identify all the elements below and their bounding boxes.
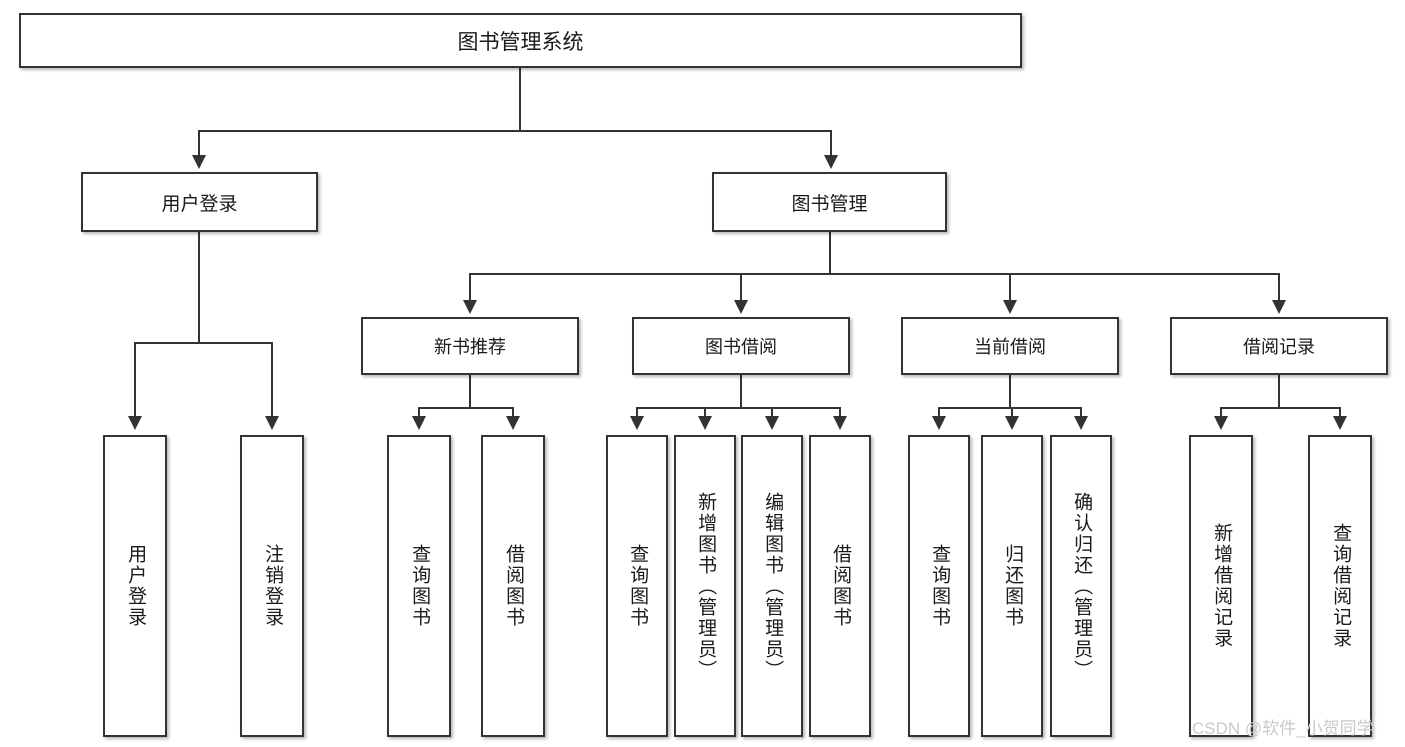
- arrowhead-user-login-to-leaf-1: [128, 416, 142, 430]
- connector-root-bus: [198, 130, 832, 132]
- connector-root-stem: [519, 68, 521, 131]
- node-current-borrow[interactable]: 当前借阅: [901, 317, 1119, 375]
- leaf-edit-book-label: 编辑图书（管理员）: [762, 491, 784, 681]
- arrowhead-new-book-to-leaf-2: [506, 416, 520, 430]
- connector-new-book-stem: [469, 375, 471, 408]
- arrowhead-bb-to-leaf-1: [630, 416, 644, 430]
- node-new-book-recommend-label: 新书推荐: [434, 337, 506, 357]
- leaf-query-book-borrow[interactable]: 查询图书: [606, 435, 668, 737]
- leaf-edit-book[interactable]: 编辑图书（管理员）: [741, 435, 803, 737]
- arrowhead-bb-to-leaf-2: [698, 416, 712, 430]
- connector-bb-to-leaf-1: [636, 407, 638, 418]
- connector-bb-to-leaf-3: [771, 407, 773, 418]
- leaf-add-book-label: 新增图书（管理员）: [695, 491, 717, 681]
- connector-borrow-record-bus: [1220, 407, 1340, 409]
- connector-user-login-to-leaf-1: [134, 342, 136, 418]
- connector-user-login-to-leaf-2: [271, 342, 273, 418]
- node-book-management-label: 图书管理: [791, 193, 868, 215]
- connector-book-borrow-stem: [740, 375, 742, 408]
- connector-borrow-record-stem: [1278, 375, 1280, 408]
- connector-bm-to-current-borrow: [1009, 273, 1011, 303]
- connector-root-to-book-management: [830, 130, 832, 158]
- leaf-borrow-book[interactable]: 借阅图书: [809, 435, 871, 737]
- connector-user-login-stem: [198, 232, 200, 343]
- node-book-management[interactable]: 图书管理: [712, 172, 947, 232]
- node-user-login-label: 用户登录: [161, 193, 238, 215]
- connector-cb-to-leaf-2: [1011, 407, 1013, 418]
- arrowhead-new-book-to-leaf-1: [412, 416, 426, 430]
- arrowhead-root-to-book-management: [824, 155, 838, 169]
- leaf-query-book-new-label: 查询图书: [409, 544, 431, 628]
- connector-new-book-bus: [418, 407, 513, 409]
- arrowhead-cb-to-leaf-2: [1005, 416, 1019, 430]
- leaf-query-book-new[interactable]: 查询图书: [387, 435, 451, 737]
- arrowhead-cb-to-leaf-3: [1074, 416, 1088, 430]
- connector-bb-to-leaf-4: [839, 407, 841, 418]
- leaf-query-book-current-label: 查询图书: [929, 544, 951, 628]
- arrowhead-cb-to-leaf-1: [932, 416, 946, 430]
- leaf-query-book-current[interactable]: 查询图书: [908, 435, 970, 737]
- leaf-user-logout-label: 注销登录: [262, 544, 284, 628]
- node-user-login[interactable]: 用户登录: [81, 172, 318, 232]
- leaf-borrow-book-new-label: 借阅图书: [503, 544, 525, 628]
- node-book-borrow[interactable]: 图书借阅: [632, 317, 850, 375]
- node-new-book-recommend[interactable]: 新书推荐: [361, 317, 579, 375]
- node-current-borrow-label: 当前借阅: [974, 337, 1046, 357]
- arrowhead-root-to-user-login: [192, 155, 206, 169]
- leaf-add-record-label: 新增借阅记录: [1211, 523, 1233, 649]
- connector-current-borrow-bus: [938, 407, 1082, 409]
- leaf-return-book[interactable]: 归还图书: [981, 435, 1043, 737]
- node-borrow-record-label: 借阅记录: [1243, 337, 1315, 357]
- connector-bm-to-borrow-record: [1278, 273, 1280, 303]
- connector-cb-to-leaf-1: [938, 407, 940, 418]
- leaf-add-book[interactable]: 新增图书（管理员）: [674, 435, 736, 737]
- leaf-query-record-label: 查询借阅记录: [1330, 523, 1352, 649]
- arrowhead-br-to-leaf-1: [1214, 416, 1228, 430]
- connector-current-borrow-stem: [1009, 375, 1011, 408]
- connector-br-to-leaf-1: [1220, 407, 1222, 418]
- node-borrow-record[interactable]: 借阅记录: [1170, 317, 1388, 375]
- connector-cb-to-leaf-3: [1080, 407, 1082, 418]
- leaf-user-login[interactable]: 用户登录: [103, 435, 167, 737]
- node-root[interactable]: 图书管理系统: [19, 13, 1022, 68]
- connector-bm-to-book-borrow: [740, 273, 742, 303]
- leaf-add-record[interactable]: 新增借阅记录: [1189, 435, 1253, 737]
- connector-bb-to-leaf-2: [704, 407, 706, 418]
- connector-root-to-user-login: [198, 130, 200, 158]
- leaf-user-logout[interactable]: 注销登录: [240, 435, 304, 737]
- arrowhead-bb-to-leaf-4: [833, 416, 847, 430]
- connector-new-book-to-leaf-2: [512, 407, 514, 418]
- leaf-borrow-book-new[interactable]: 借阅图书: [481, 435, 545, 737]
- arrowhead-br-to-leaf-2: [1333, 416, 1347, 430]
- leaf-return-book-label: 归还图书: [1002, 544, 1024, 628]
- arrowhead-bm-to-current-borrow: [1003, 300, 1017, 314]
- connector-book-borrow-bus: [636, 407, 841, 409]
- arrowhead-bm-to-book-borrow: [734, 300, 748, 314]
- leaf-user-login-label: 用户登录: [125, 544, 147, 628]
- leaf-query-record[interactable]: 查询借阅记录: [1308, 435, 1372, 737]
- arrowhead-bm-to-borrow-record: [1272, 300, 1286, 314]
- arrowhead-bb-to-leaf-3: [765, 416, 779, 430]
- leaf-confirm-return-label: 确认归还（管理员）: [1071, 491, 1093, 681]
- connector-user-login-bus: [134, 342, 272, 344]
- leaf-borrow-book-label: 借阅图书: [830, 544, 852, 628]
- node-root-label: 图书管理系统: [457, 30, 584, 54]
- connector-book-management-bus: [469, 273, 1280, 275]
- connector-br-to-leaf-2: [1339, 407, 1341, 418]
- connector-new-book-to-leaf-1: [418, 407, 420, 418]
- connector-book-management-stem: [829, 232, 831, 274]
- leaf-query-book-borrow-label: 查询图书: [627, 544, 649, 628]
- connector-bm-to-new-book: [469, 273, 471, 303]
- node-book-borrow-label: 图书借阅: [705, 337, 777, 357]
- arrowhead-user-login-to-leaf-2: [265, 416, 279, 430]
- leaf-confirm-return[interactable]: 确认归还（管理员）: [1050, 435, 1112, 737]
- arrowhead-bm-to-new-book: [463, 300, 477, 314]
